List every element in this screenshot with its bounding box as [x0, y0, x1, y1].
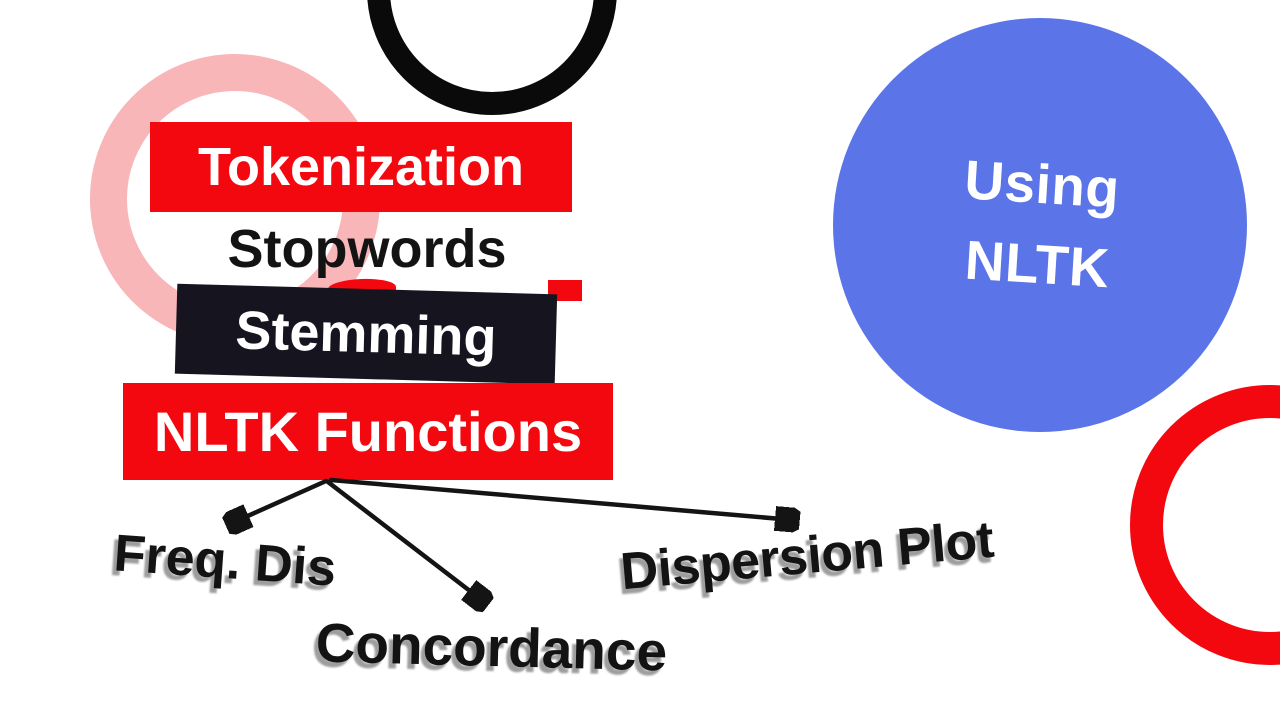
arrow-to-dispersion-plot: [328, 477, 793, 520]
badge-line-1: Using: [963, 148, 1122, 221]
function-dispersion-plot: Dispersion Plot: [618, 510, 996, 602]
using-nltk-badge: Using NLTK: [833, 18, 1247, 432]
topic-tokenization: Tokenization: [150, 122, 572, 212]
black-circle-outline: [367, 0, 617, 115]
function-freq-dis: Freq. Dis: [111, 524, 339, 598]
arrow-to-freq-dis: [232, 478, 329, 523]
topic-stopwords: Stopwords: [227, 219, 507, 279]
red-circle-outline: [1130, 385, 1280, 665]
arrow-to-concordance: [325, 479, 483, 601]
function-concordance: Concordance: [315, 611, 668, 683]
topic-stemming: Stemming: [174, 283, 558, 385]
using-nltk-badge-text: Using NLTK: [958, 141, 1123, 310]
badge-line-2: NLTK: [963, 228, 1112, 300]
topic-nltk-functions: NLTK Functions: [123, 383, 613, 480]
